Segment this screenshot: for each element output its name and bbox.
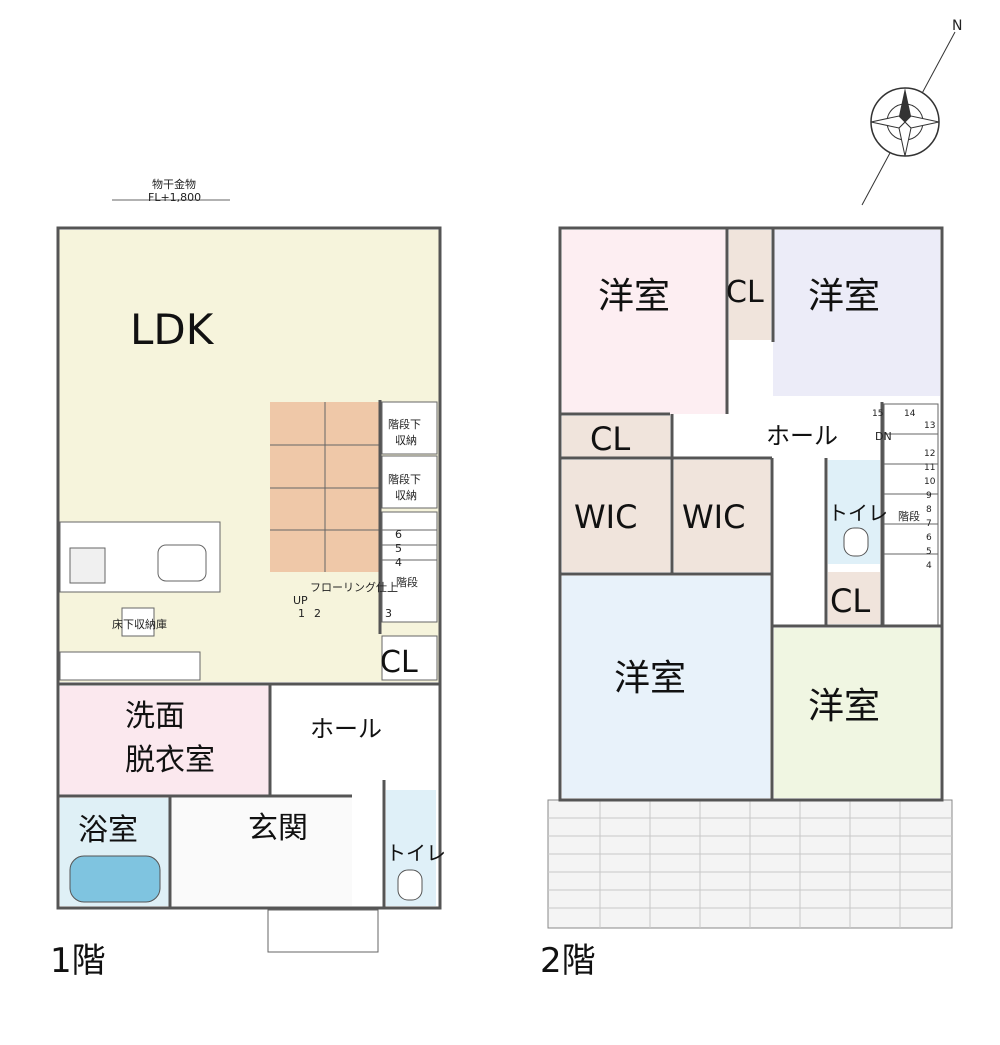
floor-2-outer-wall (558, 226, 944, 802)
wic-1-fill (562, 460, 670, 572)
wic-1-label: WIC (574, 498, 637, 536)
stair-step-number: 11 (924, 463, 935, 473)
wic-2-fill (674, 460, 770, 572)
under-stairs-storage-2-label: 階段下 (388, 472, 421, 486)
stair-step-number: 10 (924, 477, 936, 487)
floor-storage-hatch (121, 607, 155, 637)
stair-step-number: 4 (926, 561, 932, 571)
toilet-1f-label: トイレ (386, 841, 446, 865)
floor-2-plan: 洋室 CL 洋室 CL WIC WIC ホール トイレ 階段 DN CL 洋室 … (540, 226, 953, 981)
room-blue-label: 洋室 (614, 658, 686, 699)
entrance-fill (172, 798, 352, 906)
toilet-bowl-2f (843, 527, 869, 557)
room-lavender-label: 洋室 (808, 276, 880, 317)
stair-step-number: 1 (298, 607, 305, 620)
room-pink-label: 洋室 (598, 276, 670, 317)
closet-left-fill (562, 416, 670, 458)
bath-label: 浴室 (78, 813, 138, 848)
closet-top-label: CL (726, 275, 764, 310)
stair-step-number: 13 (924, 421, 935, 431)
flooring-note: フローリング仕上 (310, 580, 398, 594)
hanger-note-height: FL+1,800 (148, 191, 201, 204)
closet-1f (381, 635, 438, 681)
compass-point (904, 115, 940, 129)
stair-step-number: 14 (904, 409, 916, 419)
closet-top-fill (729, 230, 771, 340)
balcony-tiles (548, 800, 952, 928)
stair-step-number: 5 (926, 547, 932, 557)
washroom-fill (60, 686, 270, 796)
stair-step-number: 2 (314, 607, 321, 620)
under-stairs-storage-1-label: 収納 (395, 434, 417, 447)
toilet-2f-label: トイレ (828, 501, 888, 525)
sink (157, 544, 207, 582)
stairs-2f-label: 階段 (898, 509, 920, 523)
closet-left-label: CL (590, 420, 630, 458)
stair-step-number: 6 (926, 533, 932, 543)
stair-2f-step-numbers: 4 5 6 7 8 9 10 11 12 13 14 15 (872, 409, 936, 571)
compass-north-label: N (952, 18, 962, 34)
stairs-down-label: DN (875, 430, 892, 443)
toilet-bowl-1f (397, 869, 423, 901)
stair-step-number: 5 (395, 542, 402, 555)
room-green-fill (774, 628, 940, 798)
stair-step-number: 9 (926, 491, 932, 501)
hall-1f (272, 686, 437, 778)
room-lavender-fill (773, 230, 940, 396)
under-stairs-storage-2-label: 収納 (395, 489, 417, 502)
entrance-step (267, 909, 379, 953)
stair-step-number: 12 (924, 449, 935, 459)
bathtub (69, 855, 161, 903)
back-counter (59, 651, 201, 681)
wic-2-label: WIC (682, 498, 745, 536)
floor-1-plan: 物干金物 FL+1,800 LDK 階段下 収納 階段下 収納 階段 フローリン… (50, 177, 446, 981)
stair-step-number: 7 (926, 519, 932, 529)
floor-1-outer-wall (56, 226, 442, 910)
room-pink-fill (562, 230, 727, 414)
stove (69, 547, 106, 584)
stairs-up-label: UP (293, 594, 308, 607)
washroom-label: 脱衣室 (125, 743, 215, 778)
hall-2f-label: ホール (766, 422, 838, 450)
compass-point (899, 88, 911, 122)
stair-step-number: 3 (385, 607, 392, 620)
entrance-label: 玄関 (248, 811, 308, 846)
washroom-label: 洗面 (125, 699, 185, 734)
floor-1-caption: 1階 (50, 941, 106, 981)
closet-right-fill (828, 572, 880, 624)
stair-step-number: 6 (395, 528, 402, 541)
stairs-1f-label: 階段 (396, 575, 418, 589)
floor-storage-label: 床下収納庫 (112, 617, 167, 631)
stairs-1f (381, 511, 438, 623)
hanger-note-label: 物干金物 (152, 177, 196, 191)
stairs-2f (883, 403, 939, 627)
hall-1f-label: ホール (310, 715, 382, 743)
room-blue-fill (562, 576, 770, 798)
room-green-label: 洋室 (808, 686, 880, 727)
stair-step-number: 15 (872, 409, 883, 419)
ldk-label: LDK (130, 305, 215, 354)
hanger-note: 物干金物 FL+1,800 (112, 177, 230, 204)
closet-right-label: CL (830, 582, 870, 620)
floor-2-caption: 2階 (540, 941, 596, 981)
under-stairs-storage-1-label: 階段下 (388, 417, 421, 431)
stair-step-number: 8 (926, 505, 932, 515)
under-stairs-storage-2 (381, 455, 438, 509)
under-stairs-storage-1 (381, 401, 438, 455)
stair-step-number: 4 (395, 556, 402, 569)
closet-1f-label: CL (380, 645, 418, 680)
compass: N (861, 18, 962, 206)
